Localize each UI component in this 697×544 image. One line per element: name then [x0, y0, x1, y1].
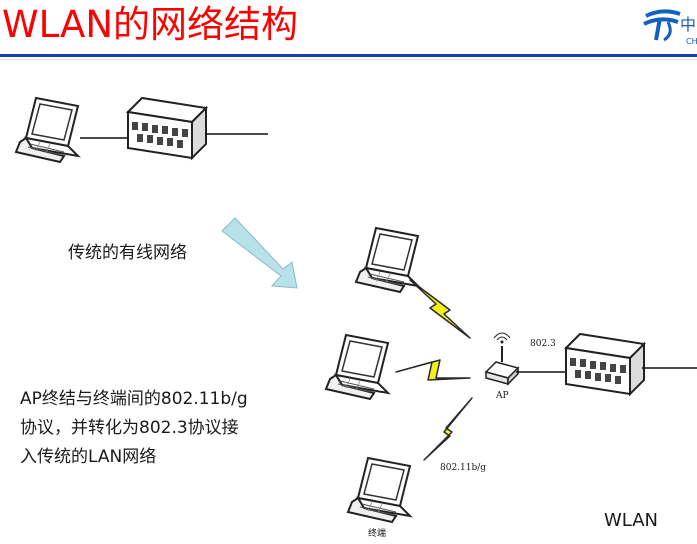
title-rule-shadow	[0, 59, 697, 60]
ap-label: AP	[496, 391, 509, 401]
switch-icon	[127, 97, 207, 159]
laptop-icon	[15, 97, 79, 163]
lightning-bolt-icon	[409, 279, 471, 339]
description-line: AP终结与终端间的802.11b/g	[20, 389, 248, 409]
description-text: AP终结与终端间的802.11b/g 协议，并转化为802.3协议接 入传统的L…	[20, 385, 248, 472]
protocol-8023-label: 802.3	[530, 339, 556, 349]
wired-network-label: 传统的有线网络	[68, 243, 187, 263]
svg-text:中: 中	[680, 15, 696, 34]
laptop-icon	[325, 334, 389, 400]
telecom-logo-icon: 中 CHI	[640, 6, 697, 46]
protocol-80211-label: 802.11b/g	[440, 463, 487, 473]
title-rule	[0, 54, 697, 57]
wlan-label: WLAN	[604, 510, 659, 531]
laptop-icon	[355, 227, 419, 293]
page-title: WLAN的网络结构	[2, 3, 299, 46]
lightning-bolt-icon	[395, 359, 471, 381]
access-point-icon	[484, 332, 520, 386]
description-line: 入传统的LAN网络	[20, 447, 157, 467]
lightning-bolt-icon	[423, 397, 473, 461]
laptop-icon	[347, 457, 411, 523]
description-line: 协议，并转化为802.3协议接	[20, 418, 239, 438]
svg-text:CHI: CHI	[686, 37, 697, 46]
arrow-icon	[221, 217, 298, 289]
switch-icon	[565, 333, 645, 395]
terminal-label: 终端	[368, 529, 387, 539]
